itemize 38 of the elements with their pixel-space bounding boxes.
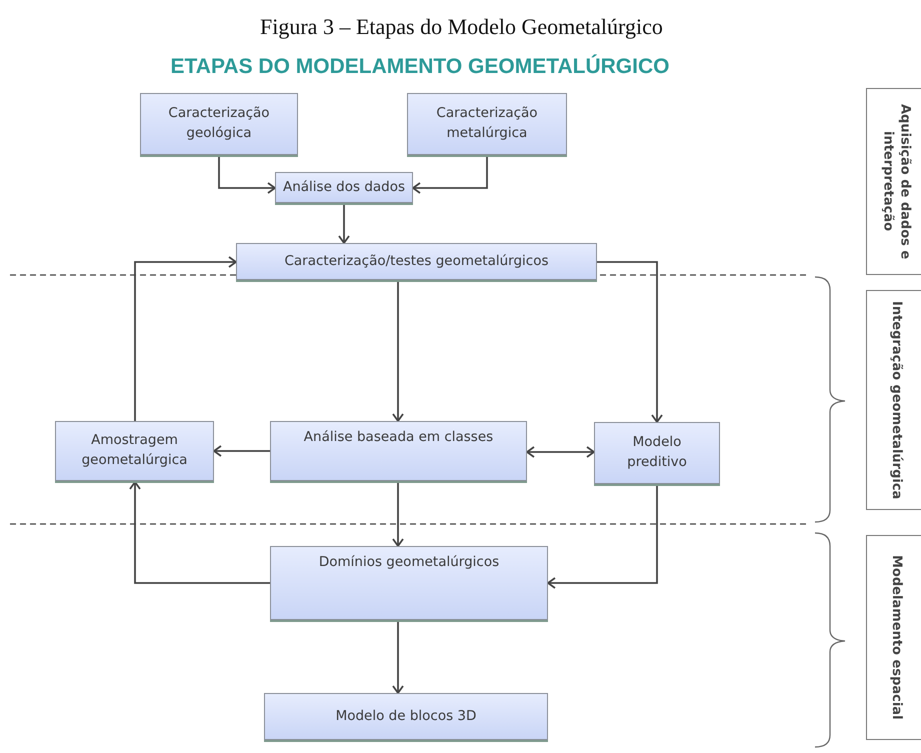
arrow [392, 281, 404, 422]
process-box [140, 93, 298, 155]
box-label: Análise baseada em classes [304, 428, 494, 447]
process-box [236, 243, 597, 280]
arrow [338, 204, 350, 244]
arrow [392, 621, 404, 694]
arrow [129, 481, 270, 584]
box-label: Domínios geometalúrgicos [318, 553, 500, 572]
process-box [55, 421, 214, 481]
arrow [412, 156, 488, 194]
box-label: Modelo de blocos 3D [336, 706, 476, 726]
stage-label: Modelamento espacial [888, 555, 904, 720]
arrow [392, 482, 404, 547]
stage-label: Aquisição de dados e interpretação [880, 102, 912, 262]
stage-band [866, 88, 921, 275]
box-label: Caracterização/testes geometalúrgicos [284, 252, 549, 271]
arrow [547, 485, 658, 589]
process-box [407, 93, 567, 155]
box-label: Caracterização metalúrgica [435, 104, 539, 143]
process-box [594, 422, 720, 484]
process-box [270, 546, 548, 620]
stage-band [866, 290, 921, 510]
figure-caption: Figura 3 – Etapas do Modelo Geometalúrgico [260, 14, 664, 40]
stage-band [866, 535, 921, 740]
process-box [270, 421, 527, 481]
diagram-title: ETAPAS DO MODELAMENTO GEOMETALÚRGICO [170, 55, 670, 79]
arrow [597, 261, 663, 423]
arrow [213, 445, 270, 457]
box-label: Análise dos dados [282, 178, 406, 197]
process-box [275, 172, 413, 203]
arrow [134, 256, 237, 421]
box-label: Caracterização geológica [167, 104, 271, 143]
arrow [218, 156, 276, 194]
box-label: Amostragem geometalúrgica [80, 431, 188, 470]
stage-label: Integração geometalúrgica [888, 300, 904, 500]
box-label: Modelo preditivo [626, 433, 688, 472]
process-box [264, 693, 548, 740]
arrow [526, 446, 595, 458]
